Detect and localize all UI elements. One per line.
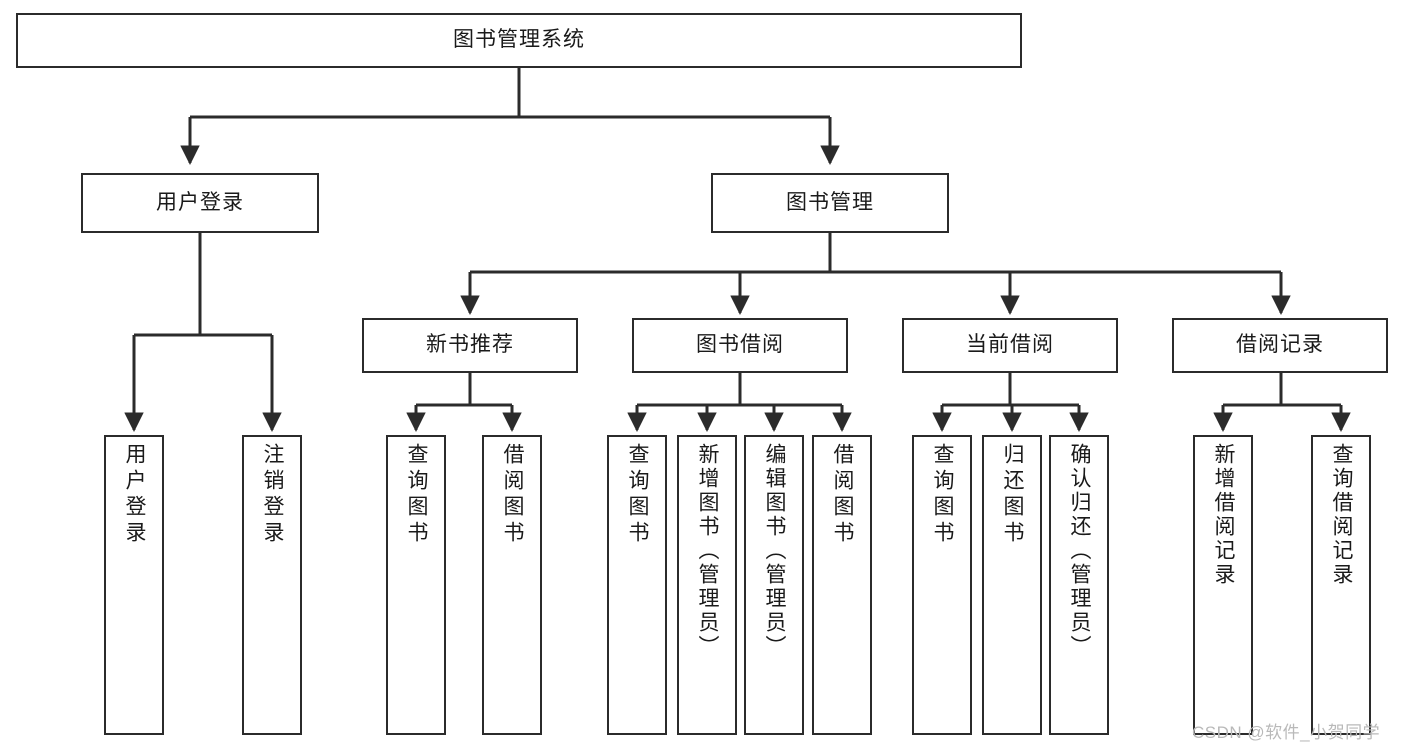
node-book-borrow[interactable]: 图书借阅 bbox=[632, 318, 848, 373]
node-borrow-records[interactable]: 借阅记录 bbox=[1172, 318, 1388, 373]
leaf-borrow-book[interactable]: 借阅图书 bbox=[812, 435, 872, 735]
leaf-query-book-current[interactable]: 查询图书 bbox=[912, 435, 972, 735]
leaf-edit-book-admin-label: 编辑图书（管理员） bbox=[763, 443, 787, 659]
leaf-query-book-borrow-label: 查询图书 bbox=[626, 443, 650, 547]
node-borrow-records-label: 借阅记录 bbox=[1236, 333, 1324, 357]
leaf-logout-label: 注销登录 bbox=[261, 443, 285, 547]
leaf-user-login[interactable]: 用户登录 bbox=[104, 435, 164, 735]
leaf-borrow-book-label: 借阅图书 bbox=[831, 443, 855, 547]
leaf-edit-book-admin[interactable]: 编辑图书（管理员） bbox=[744, 435, 804, 735]
leaf-confirm-return-admin[interactable]: 确认归还（管理员） bbox=[1049, 435, 1109, 735]
leaf-return-book[interactable]: 归还图书 bbox=[982, 435, 1042, 735]
watermark: CSDN @软件_小贺同学 bbox=[1192, 723, 1381, 742]
node-new-book-recommend-label: 新书推荐 bbox=[426, 333, 514, 357]
node-user-login[interactable]: 用户登录 bbox=[81, 173, 319, 233]
leaf-query-borrow-record-label: 查询借阅记录 bbox=[1330, 443, 1354, 587]
node-root-label: 图书管理系统 bbox=[453, 28, 585, 52]
node-root[interactable]: 图书管理系统 bbox=[16, 13, 1022, 68]
node-book-borrow-label: 图书借阅 bbox=[696, 333, 784, 357]
leaf-query-borrow-record[interactable]: 查询借阅记录 bbox=[1311, 435, 1371, 735]
node-book-management[interactable]: 图书管理 bbox=[711, 173, 949, 233]
node-new-book-recommend[interactable]: 新书推荐 bbox=[362, 318, 578, 373]
leaf-add-book-admin-label: 新增图书（管理员） bbox=[696, 443, 720, 659]
leaf-query-book-newbook-label: 查询图书 bbox=[405, 443, 429, 547]
leaf-user-login-label: 用户登录 bbox=[123, 443, 147, 547]
node-current-borrow[interactable]: 当前借阅 bbox=[902, 318, 1118, 373]
leaf-add-borrow-record-label: 新增借阅记录 bbox=[1212, 443, 1236, 587]
leaf-borrow-book-newbook[interactable]: 借阅图书 bbox=[482, 435, 542, 735]
node-current-borrow-label: 当前借阅 bbox=[966, 333, 1054, 357]
node-book-management-label: 图书管理 bbox=[786, 190, 874, 214]
node-user-login-label: 用户登录 bbox=[156, 190, 244, 214]
leaf-return-book-label: 归还图书 bbox=[1001, 443, 1025, 547]
leaf-add-book-admin[interactable]: 新增图书（管理员） bbox=[677, 435, 737, 735]
leaf-query-book-newbook[interactable]: 查询图书 bbox=[386, 435, 446, 735]
leaf-borrow-book-newbook-label: 借阅图书 bbox=[501, 443, 525, 547]
leaf-add-borrow-record[interactable]: 新增借阅记录 bbox=[1193, 435, 1253, 735]
leaf-logout[interactable]: 注销登录 bbox=[242, 435, 302, 735]
leaf-confirm-return-admin-label: 确认归还（管理员） bbox=[1068, 443, 1092, 659]
leaf-query-book-current-label: 查询图书 bbox=[931, 443, 955, 547]
leaf-query-book-borrow[interactable]: 查询图书 bbox=[607, 435, 667, 735]
